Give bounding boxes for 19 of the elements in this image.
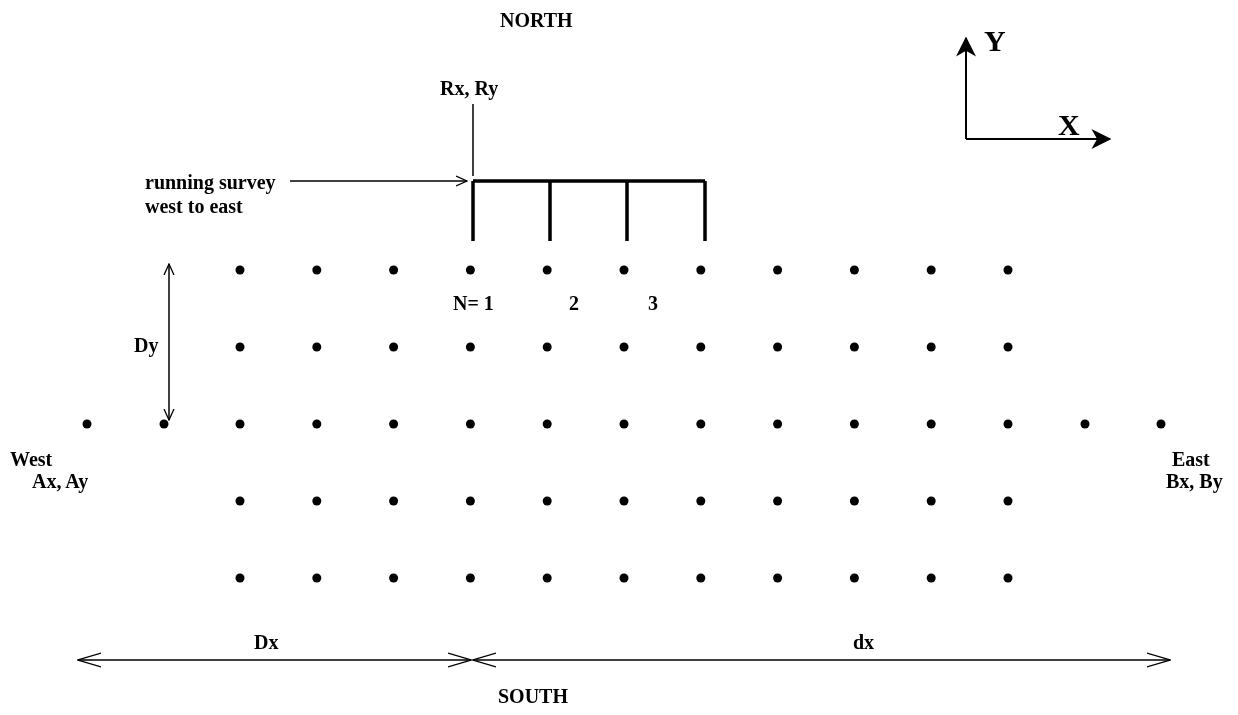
compass-label: SOUTH [498,684,569,708]
direction-label: West [10,447,53,471]
electrode-array [471,179,707,241]
coordinate-label: Bx, By [1166,469,1223,493]
coordinate-label: Rx, Ry [440,76,510,100]
dimension-label: Dx [254,630,279,654]
leader-line [472,103,474,177]
direction-label: East [1172,447,1210,471]
electrode-number: 3 [648,291,658,315]
coordinate-label: Ax, Ay [32,469,89,493]
electrode-number: N= 1 [453,291,494,315]
axis-label: X [1058,108,1080,142]
annotation-text: running survey west to east [145,170,295,218]
electrode-number: 2 [569,291,579,315]
dimension-label: Dy [134,333,159,357]
axis-label: Y [984,24,1006,58]
dimension-label: dx [853,630,875,654]
arrow [289,175,468,187]
compass-label: NORTH [500,8,573,32]
